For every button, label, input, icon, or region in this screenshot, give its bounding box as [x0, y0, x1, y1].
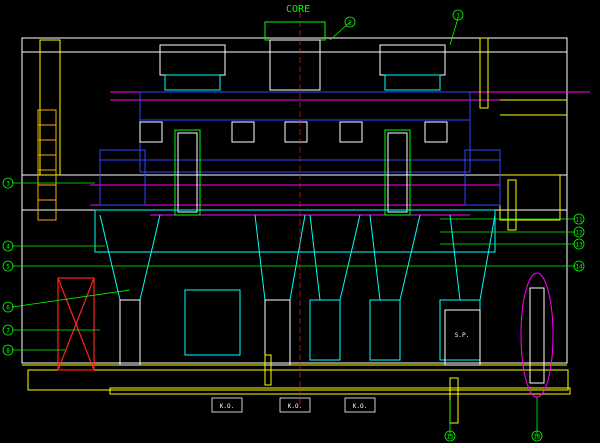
balloon-15: 15: [444, 430, 456, 442]
balloon-13: 13: [573, 238, 585, 250]
cylinders: [139, 121, 448, 143]
cavity-plate: [94, 209, 496, 361]
left-support-ladder: [37, 109, 57, 221]
core-insert: [159, 21, 446, 91]
ko-box-1: K.O.: [211, 397, 243, 413]
svg-text:15: 15: [446, 434, 454, 441]
balloon-6: 6: [2, 301, 14, 313]
sp-label: S.P.: [455, 332, 469, 339]
balloon-2: 2: [344, 16, 356, 28]
svg-text:2: 2: [348, 20, 352, 27]
svg-text:16: 16: [533, 434, 541, 441]
ko-box-3: K.O.: [344, 397, 376, 413]
svg-text:12: 12: [575, 230, 583, 237]
svg-text:5: 5: [6, 264, 10, 271]
balloon-14: 14: [573, 260, 585, 272]
svg-text:6: 6: [6, 305, 10, 312]
balloon-3: 3: [2, 177, 14, 189]
svg-text:8: 8: [6, 348, 10, 355]
mold-base-outline: [21, 37, 568, 364]
svg-text:14: 14: [575, 264, 583, 271]
balloon-4: 4: [2, 240, 14, 252]
svg-text:13: 13: [575, 242, 583, 249]
svg-text:K.O.: K.O.: [288, 403, 302, 410]
svg-text:7: 7: [6, 328, 10, 335]
nozzle-left: [174, 129, 201, 216]
svg-text:11: 11: [575, 217, 583, 224]
core-title: CORE: [286, 4, 310, 15]
nozzle-right: [384, 129, 411, 216]
balloon-8: 8: [2, 344, 14, 356]
balloon-1: 1: [452, 9, 464, 21]
right-ejector-ellipse: [520, 272, 554, 398]
svg-text:K.O.: K.O.: [353, 403, 367, 410]
ko-box-2: K.O.: [279, 397, 311, 413]
balloon-12: 12: [573, 226, 585, 238]
balloon-5: 5: [2, 260, 14, 272]
support-pillars: [119, 299, 481, 366]
balloon-11: 11: [573, 213, 585, 225]
svg-text:1: 1: [456, 13, 460, 20]
manifold-lines: [90, 91, 590, 216]
balloon-7: 7: [2, 324, 14, 336]
svg-text:3: 3: [6, 181, 10, 188]
leader-lines: [11, 17, 575, 436]
left-cross-box: [57, 277, 95, 371]
svg-text:K.O.: K.O.: [220, 403, 234, 410]
svg-text:4: 4: [6, 244, 10, 251]
balloon-16: 16: [531, 430, 543, 442]
